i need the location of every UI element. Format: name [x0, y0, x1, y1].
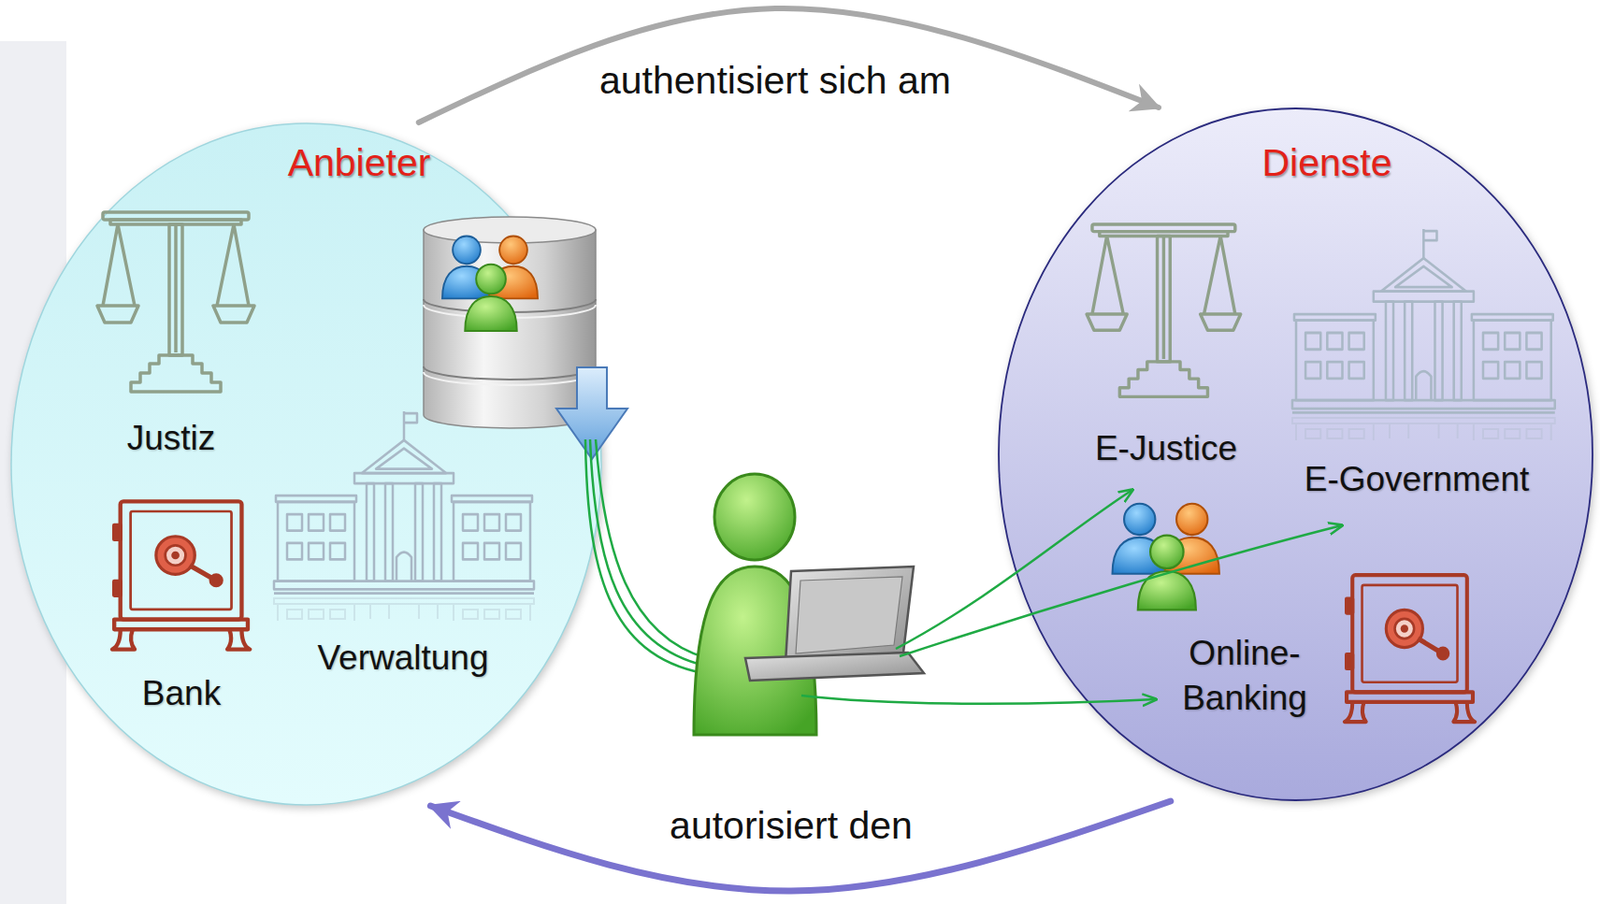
service-justice-icon-part	[1086, 224, 1241, 397]
icon-label: Online- Banking	[1163, 631, 1327, 721]
provider-ellipse: Anbieter	[10, 122, 603, 807]
justice-icon	[97, 212, 255, 392]
edge-label: autorisiert den	[663, 804, 919, 849]
icon-label: E-Government	[1304, 457, 1530, 503]
user-with-laptop-part	[714, 474, 795, 561]
service-building-icon-part	[1292, 418, 1556, 441]
data-flow-lines	[585, 439, 707, 674]
database-icon	[423, 216, 596, 429]
icon-label: Bank	[142, 671, 221, 717]
user-with-laptop-part	[795, 576, 903, 654]
service-building-icon	[1292, 229, 1556, 441]
user-with-laptop-part	[785, 566, 914, 664]
data-flow-lines-part	[590, 439, 706, 666]
database-icon-part	[442, 235, 538, 331]
service-justice-icon	[1086, 224, 1241, 397]
node-heading: Anbieter	[288, 141, 432, 186]
access-arrows-part	[895, 490, 1133, 649]
service-users-icon-part	[1112, 504, 1220, 611]
download-arrow-part	[556, 367, 628, 460]
database-icon-part	[423, 366, 596, 380]
data-flow-lines-part	[595, 439, 707, 659]
service-bank-safe-icon	[1344, 575, 1475, 722]
icon-label: Justiz	[127, 416, 217, 462]
service-bank-safe-icon-part	[1344, 575, 1475, 722]
justice-icon-part	[97, 212, 255, 392]
user-with-laptop-part	[745, 652, 924, 681]
download-arrow	[556, 367, 628, 460]
provider-ellipse	[11, 123, 602, 806]
side-panel	[0, 41, 67, 904]
administration-building-icon-part	[273, 598, 534, 621]
edge-label: authentisiert sich am	[593, 58, 957, 103]
icon-label: E-Justice	[1095, 426, 1238, 472]
data-flow-lines-part	[585, 439, 704, 674]
bank-safe-icon	[112, 501, 250, 649]
service-users-icon	[1112, 504, 1220, 611]
service-ellipse	[998, 108, 1593, 801]
provider-ellipse-outline	[10, 122, 603, 807]
access-arrows-part	[801, 695, 1156, 705]
flow-arrow	[418, 8, 1159, 123]
bank-safe-icon-part	[112, 501, 250, 649]
database-icon-part	[423, 372, 596, 386]
administration-building-icon	[273, 411, 534, 621]
service-building-icon-part	[1292, 229, 1556, 413]
database-icon-part	[423, 230, 596, 429]
administration-building-icon-part	[273, 411, 534, 594]
flow-arrow	[430, 801, 1170, 892]
node-heading: Dienste	[1261, 141, 1392, 186]
icon-label: Verwaltung	[317, 635, 489, 681]
